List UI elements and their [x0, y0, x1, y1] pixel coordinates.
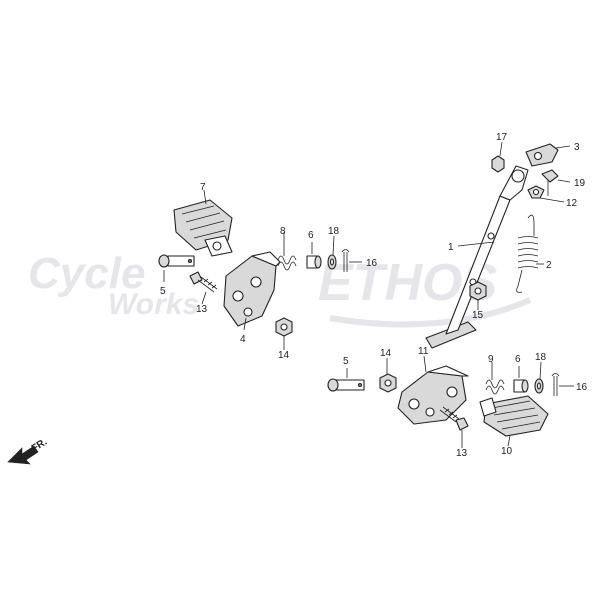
washer-left	[327, 254, 337, 270]
watermark-swoosh	[329, 297, 532, 328]
callout-15: 15	[472, 310, 484, 321]
bracket-left	[223, 251, 281, 327]
callout-4: 4	[240, 334, 246, 345]
callout-11: 11	[418, 346, 429, 357]
callout-6a: 6	[308, 230, 314, 241]
side-stand	[425, 165, 529, 349]
callout-14b: 14	[380, 348, 392, 359]
callout-17: 17	[496, 132, 508, 143]
callout-labels: 1 2 3 4 5 5 6 6 7 8 9 10 11 12 13 13 14 …	[160, 132, 588, 459]
cotter-pin-left	[341, 249, 350, 272]
callout-3: 3	[574, 142, 580, 153]
collar-left	[306, 255, 322, 269]
washer-right	[534, 378, 544, 394]
callout-5b: 5	[343, 356, 349, 367]
callout-9: 9	[488, 354, 494, 365]
callout-5a: 5	[160, 286, 166, 297]
callout-2: 2	[546, 260, 552, 271]
bolt-12	[527, 185, 545, 199]
front-direction-arrow-icon	[7, 445, 39, 465]
callout-6b: 6	[515, 354, 521, 365]
front-direction-arrow: FR.	[7, 437, 49, 465]
watermark-cycle: Cycle	[28, 249, 145, 298]
callout-14a: 14	[278, 350, 290, 361]
spring-left	[277, 255, 297, 271]
callout-8: 8	[280, 226, 286, 237]
bracket-right	[397, 365, 469, 425]
watermark-works: Works	[108, 288, 199, 321]
callout-7: 7	[200, 182, 206, 193]
footpeg-left	[173, 199, 233, 257]
leader-lines	[163, 141, 574, 448]
callout-18a: 18	[328, 226, 340, 237]
callout-13b: 13	[456, 448, 468, 459]
footpeg-right	[479, 395, 549, 437]
nut-right	[379, 373, 397, 393]
bolt-19	[541, 169, 559, 196]
callout-16b: 16	[576, 382, 588, 393]
top-nut	[491, 155, 505, 173]
callout-19: 19	[574, 178, 586, 189]
nut-left	[275, 317, 293, 337]
stand-nut	[469, 281, 487, 301]
callout-1: 1	[448, 242, 454, 253]
callout-18b: 18	[535, 352, 547, 363]
bolt-left	[189, 271, 218, 293]
callout-16a: 16	[366, 258, 378, 269]
cotter-pin-right	[551, 373, 560, 396]
callout-10: 10	[501, 446, 513, 457]
pin-right	[327, 378, 365, 392]
callout-12: 12	[566, 198, 578, 209]
top-bracket	[525, 143, 559, 167]
spring-right	[485, 379, 505, 395]
callout-13a: 13	[196, 304, 208, 315]
bolt-right	[439, 406, 469, 431]
collar-right	[513, 379, 529, 393]
pin-left	[158, 254, 195, 268]
stand-spring	[516, 214, 539, 293]
